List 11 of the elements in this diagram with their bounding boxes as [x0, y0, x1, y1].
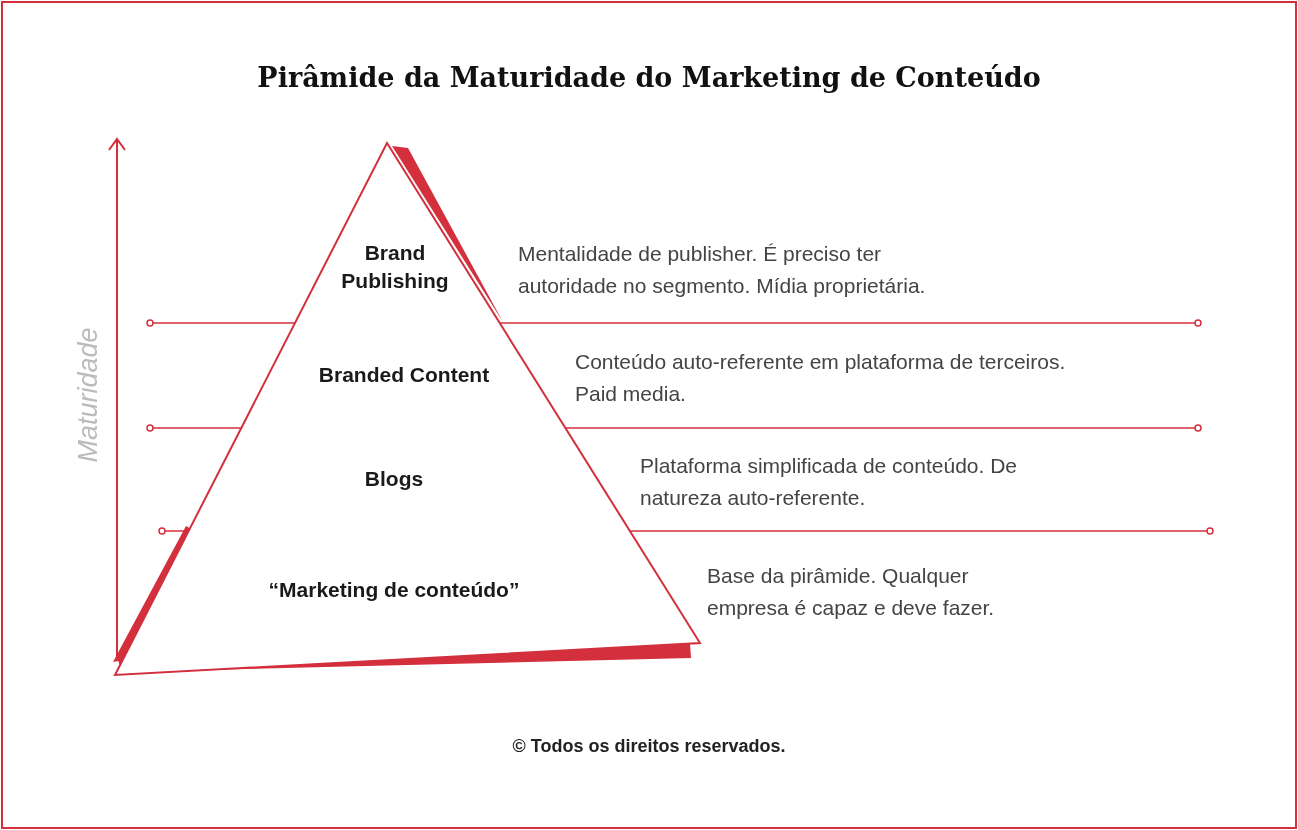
source-note: © Todos os direitos reservados.: [511, 736, 787, 757]
level-description: Mentalidade de publisher. É preciso ter autoridade no segmento. Mídia proprietária.: [518, 241, 927, 299]
level-label: Blogs: [363, 466, 425, 492]
level-label: Brand Publishing: [340, 240, 450, 294]
level-description: Base da pirâmide. Qualquer empresa é capaz e deve fazer.: [707, 563, 996, 621]
level-label: Branded Content: [317, 362, 491, 388]
level-label: “Marketing de conteúdo”: [267, 577, 521, 603]
axis-label: Maturidade: [72, 327, 104, 463]
level-description: Plataforma simplificada de conteúdo. De natureza auto-referente.: [640, 453, 1019, 511]
diagram-title: Pirâmide da Maturidade do Marketing de Conteúdo: [256, 62, 1042, 93]
level-description: Conteúdo auto-referente em plataforma de terceiros. Paid media.: [575, 349, 1067, 407]
